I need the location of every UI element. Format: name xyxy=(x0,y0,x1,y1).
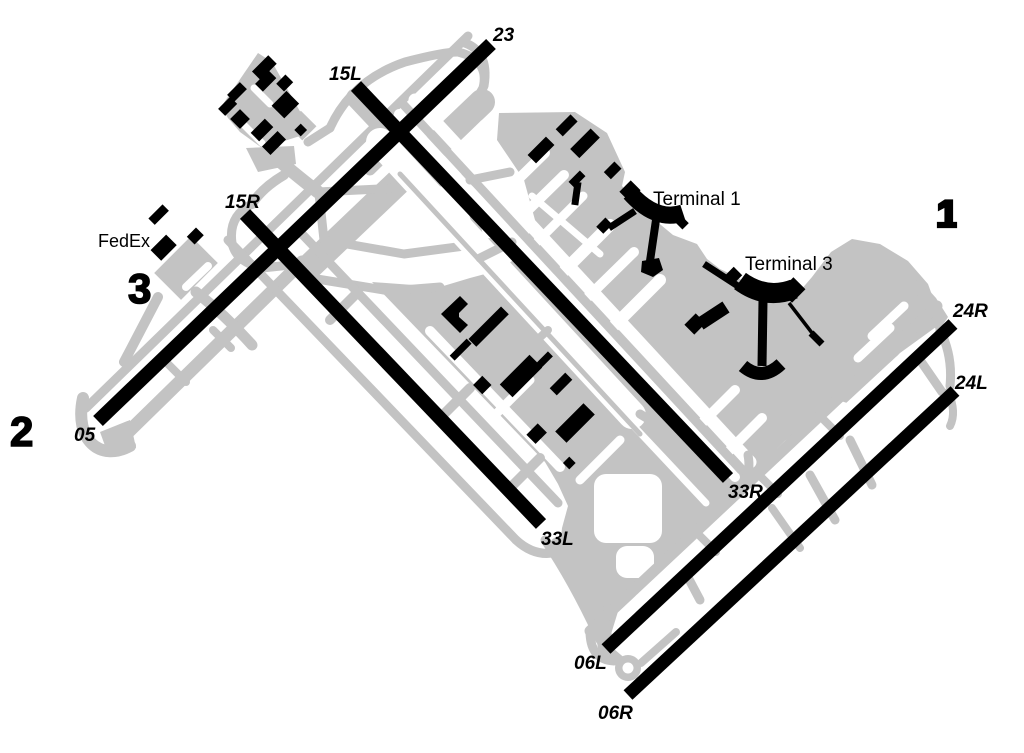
svg-text:15L: 15L xyxy=(329,64,362,85)
svg-text:Terminal 3: Terminal 3 xyxy=(745,254,833,275)
svg-text:06R: 06R xyxy=(598,703,633,724)
svg-text:Terminal 1: Terminal 1 xyxy=(653,189,741,210)
svg-text:05: 05 xyxy=(74,425,96,446)
svg-text:06L: 06L xyxy=(574,653,607,674)
svg-text:FedEx: FedEx xyxy=(98,231,150,251)
svg-text:33L: 33L xyxy=(541,529,574,550)
svg-text:33R: 33R xyxy=(728,482,763,503)
svg-text:24L: 24L xyxy=(954,373,988,394)
svg-text:3: 3 xyxy=(128,265,151,312)
svg-text:23: 23 xyxy=(492,25,515,46)
svg-text:15R: 15R xyxy=(225,192,260,213)
svg-text:24R: 24R xyxy=(952,301,988,322)
svg-text:2: 2 xyxy=(10,408,33,455)
